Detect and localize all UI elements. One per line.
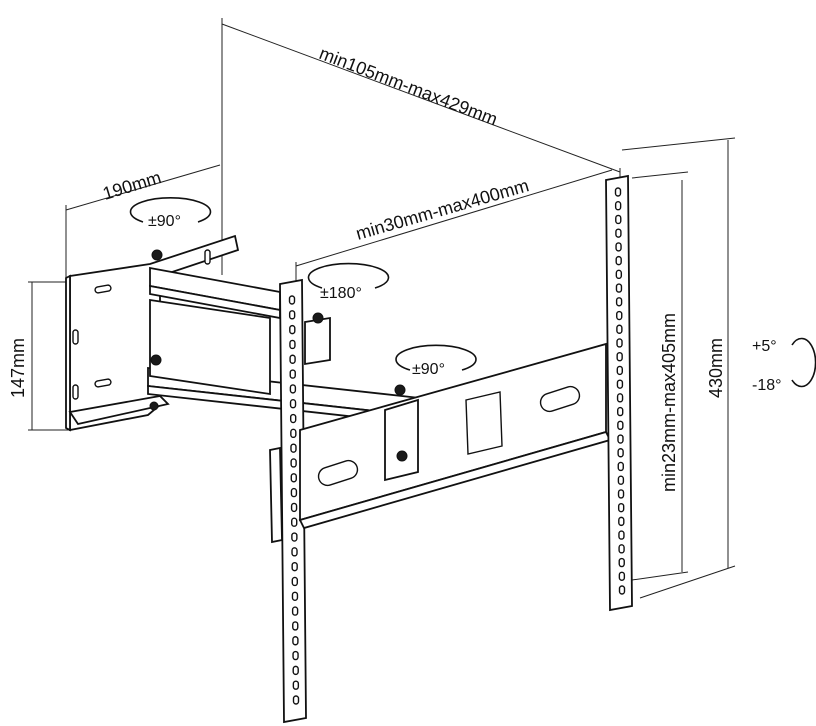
rail-hole: [291, 532, 298, 542]
rail-hole: [614, 187, 622, 197]
rail-hole: [615, 255, 622, 266]
rail-hole: [288, 310, 296, 320]
wall-height-label: 147mm: [8, 338, 28, 398]
rail-hole: [292, 621, 299, 631]
tv-rotate-label: ±180°: [320, 285, 362, 302]
rail-hole: [616, 351, 623, 362]
rail-hole: [616, 338, 623, 348]
rail-hole: [617, 489, 625, 499]
rail-hole: [289, 339, 296, 350]
rail-hole: [292, 665, 299, 676]
rail-hole: [616, 324, 623, 334]
rail-hole: [615, 242, 622, 252]
rail-hole: [616, 310, 623, 321]
rail-hole: [290, 473, 297, 483]
rail-hole: [292, 680, 300, 690]
rail-hole: [289, 384, 297, 394]
rail-hole: [291, 576, 299, 587]
vertical-span-label: min23mm-max405mm: [659, 313, 679, 492]
rail-hole: [618, 530, 625, 540]
rail-hole: [617, 475, 625, 485]
dimension-lines: [28, 18, 736, 599]
rail-hole: [618, 544, 625, 554]
rail-hole: [292, 636, 299, 646]
rail-hole: [289, 324, 296, 335]
rail-hole: [618, 516, 625, 527]
rail-hole: [617, 461, 624, 472]
top-depth-label: min105mm-max429mm: [317, 43, 501, 129]
tilt-up-label: +5°: [752, 338, 777, 355]
rail-hole: [617, 434, 624, 444]
rail-hole: [288, 295, 296, 305]
wall-swivel-label: ±90°: [148, 213, 181, 230]
rail-hole: [289, 399, 297, 409]
right-rail-holes: [614, 187, 626, 595]
rail-hole: [289, 413, 297, 424]
rail-hole: [616, 393, 624, 403]
rail-hole: [290, 458, 297, 468]
rail-hole: [615, 283, 623, 293]
rail-hole: [291, 547, 298, 557]
rail-hole: [615, 297, 623, 307]
rail-hole: [292, 650, 299, 661]
rail-hole: [615, 269, 623, 280]
rail-hole: [616, 379, 624, 389]
rail-hole: [615, 228, 622, 238]
left-rail-holes: [288, 295, 300, 705]
rail-hole: [291, 561, 298, 572]
rail-hole: [291, 591, 299, 601]
rail-hole: [617, 448, 624, 458]
rail-hole: [617, 502, 625, 513]
tilt-down-label: -18°: [752, 377, 782, 394]
rail-hole: [292, 695, 300, 705]
tv-bracket: [298, 342, 612, 530]
rail-hole: [291, 606, 299, 616]
rail-hole: [290, 502, 298, 513]
right-tv-rail: [605, 174, 633, 612]
arm-span-label: min30mm-max400mm: [354, 175, 532, 244]
rail-hole: [617, 420, 624, 431]
rail-hole: [617, 406, 624, 417]
rail-hole: [289, 369, 296, 379]
left-tv-rail: [269, 278, 307, 724]
rail-hole: [290, 487, 298, 498]
rail-hole: [289, 354, 296, 364]
rail-hole: [618, 585, 626, 595]
total-height-label: 430mm: [706, 338, 726, 398]
rail-hole: [618, 571, 626, 581]
rail-hole: [615, 214, 622, 225]
arm-swivel-label: ±90°: [412, 361, 445, 378]
rail-hole: [290, 428, 297, 439]
rail-hole: [291, 517, 298, 527]
rail-hole: [616, 365, 623, 376]
rail-hole: [618, 557, 625, 568]
rail-hole: [614, 201, 622, 211]
rail-hole: [290, 443, 297, 453]
